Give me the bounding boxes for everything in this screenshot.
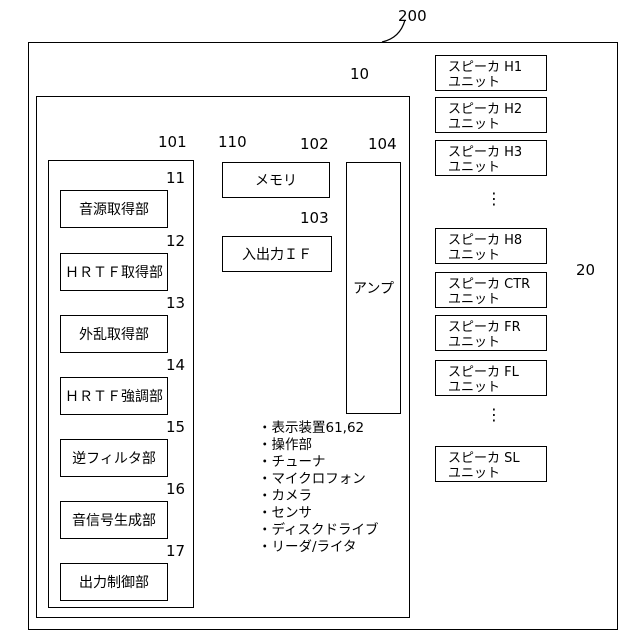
- speaker-name: スピーカ SL: [448, 451, 546, 466]
- peripheral-disk-drive: ・ディスクドライブ: [258, 522, 379, 538]
- speaker-name: スピーカ CTR: [448, 277, 546, 292]
- ref-device: 10: [350, 66, 369, 82]
- peripheral-camera: ・カメラ: [258, 488, 312, 504]
- unit-sound-signal-generation: 音信号生成部: [60, 501, 168, 539]
- ref-unit-11: 11: [166, 170, 185, 186]
- ref-unit-15: 15: [166, 419, 185, 435]
- speaker-unit-label: ユニット: [448, 335, 546, 350]
- memory-block: メモリ: [222, 162, 330, 198]
- speaker-unit-label: ユニット: [448, 117, 546, 132]
- ref-system: 200: [398, 8, 427, 24]
- speaker-ellipsis-upper: ⋮: [486, 190, 498, 208]
- speaker-unit-label: ユニット: [448, 75, 546, 90]
- unit-inverse-filter: 逆フィルタ部: [60, 439, 168, 477]
- speaker-unit-label: ユニット: [448, 466, 546, 481]
- unit-hrtf-acquisition: ＨＲＴＦ取得部: [60, 253, 168, 291]
- ref-io: 103: [300, 210, 329, 226]
- peripheral-sensor: ・センサ: [258, 505, 312, 521]
- unit-label: 出力制御部: [79, 572, 149, 592]
- speaker-unit-h2: スピーカ H2ユニット: [435, 97, 547, 133]
- unit-label: 音源取得部: [79, 199, 149, 219]
- amplifier-block: アンプ: [346, 162, 401, 414]
- unit-label: 音信号生成部: [72, 510, 156, 530]
- peripheral-reader-writer: ・リーダ/ライタ: [258, 539, 357, 555]
- speaker-unit-label: ユニット: [448, 248, 546, 263]
- speaker-name: スピーカ H8: [448, 233, 546, 248]
- ref-unit-16: 16: [166, 481, 185, 497]
- ref-processor: 101: [158, 134, 187, 150]
- io-interface-block: 入出力ＩＦ: [222, 236, 332, 272]
- speaker-unit-h1: スピーカ H1ユニット: [435, 55, 547, 91]
- speaker-ellipsis-lower: ⋮: [486, 406, 498, 424]
- amp-label: アンプ: [353, 278, 394, 298]
- ref-speakers: 20: [576, 262, 595, 278]
- unit-disturbance-acquisition: 外乱取得部: [60, 315, 168, 353]
- unit-label: ＨＲＴＦ強調部: [65, 386, 163, 406]
- speaker-name: スピーカ H1: [448, 60, 546, 75]
- unit-label: 外乱取得部: [79, 324, 149, 344]
- memory-label: メモリ: [255, 170, 297, 190]
- speaker-unit-fl: スピーカ FLユニット: [435, 360, 547, 396]
- speaker-unit-label: ユニット: [448, 292, 546, 307]
- peripheral-tuner: ・チューナ: [258, 454, 326, 470]
- unit-hrtf-emphasis: ＨＲＴＦ強調部: [60, 377, 168, 415]
- io-label: 入出力ＩＦ: [242, 244, 312, 264]
- ref-amp: 104: [368, 136, 397, 152]
- peripheral-microphone: ・マイクロフォン: [258, 471, 366, 487]
- speaker-unit-h3: スピーカ H3ユニット: [435, 140, 547, 176]
- speaker-name: スピーカ H2: [448, 102, 546, 117]
- speaker-unit-label: ユニット: [448, 160, 546, 175]
- ref-memory: 102: [300, 136, 329, 152]
- unit-sound-source-acquisition: 音源取得部: [60, 190, 168, 228]
- speaker-name: スピーカ FL: [448, 365, 546, 380]
- ref-unit-14: 14: [166, 357, 185, 373]
- speaker-name: スピーカ H3: [448, 145, 546, 160]
- ref-unit-17: 17: [166, 543, 185, 559]
- peripheral-operation-unit: ・操作部: [258, 437, 312, 453]
- ref-unit-12: 12: [166, 233, 185, 249]
- speaker-unit-h8: スピーカ H8ユニット: [435, 228, 547, 264]
- speaker-unit-fr: スピーカ FRユニット: [435, 315, 547, 351]
- speaker-unit-label: ユニット: [448, 380, 546, 395]
- speaker-name: スピーカ FR: [448, 320, 546, 335]
- speaker-unit-sl: スピーカ SLユニット: [435, 446, 547, 482]
- unit-label: 逆フィルタ部: [72, 448, 156, 468]
- peripheral-display: ・表示装置61,62: [258, 420, 364, 436]
- ref-unit-13: 13: [166, 295, 185, 311]
- unit-output-control: 出力制御部: [60, 563, 168, 601]
- unit-label: ＨＲＴＦ取得部: [65, 262, 163, 282]
- speaker-unit-ctr: スピーカ CTRユニット: [435, 272, 547, 308]
- ref-bus: 110: [218, 134, 247, 150]
